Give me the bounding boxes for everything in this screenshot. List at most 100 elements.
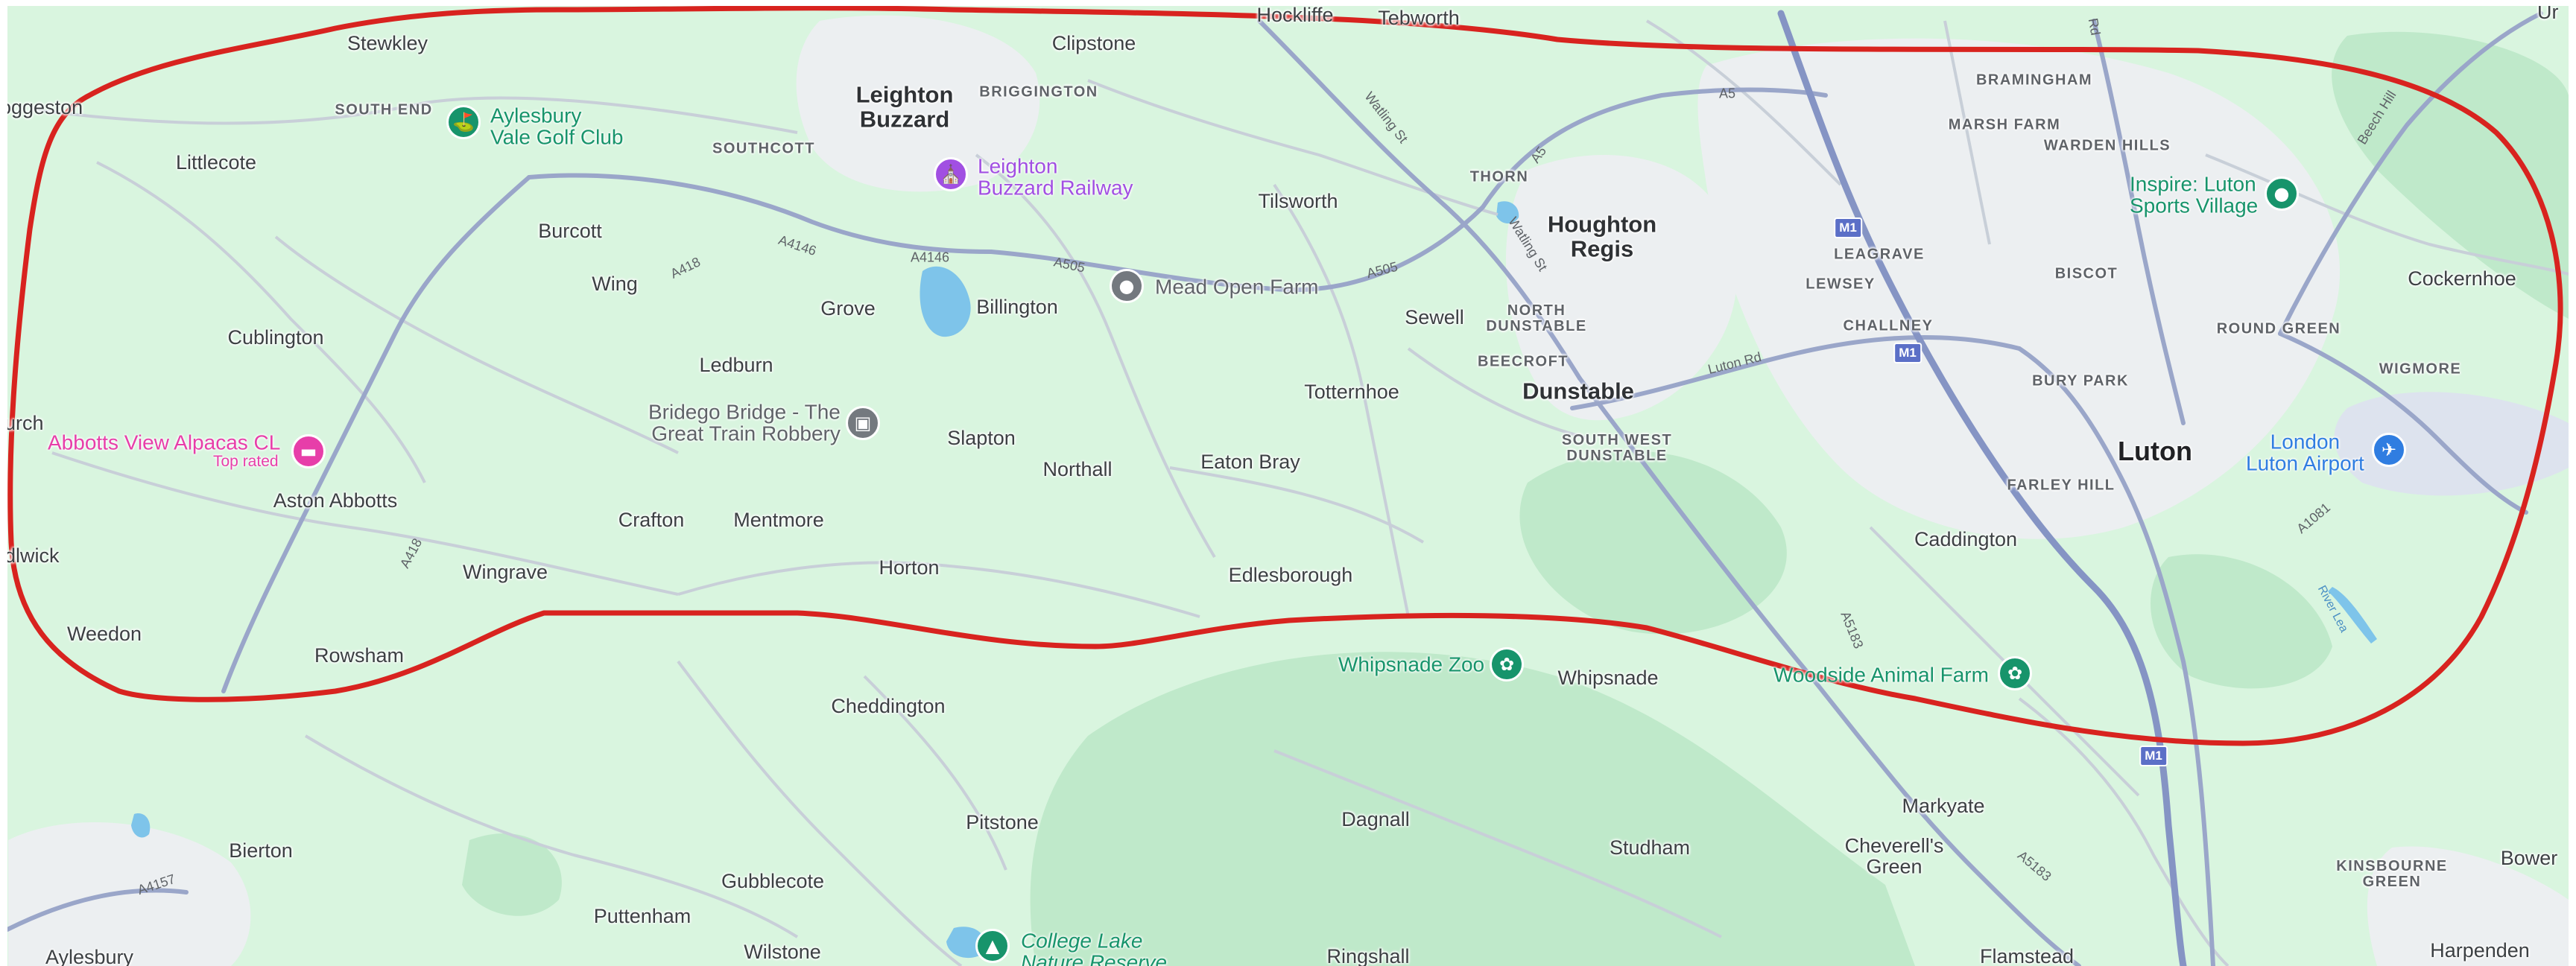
place-burcott: Burcott: [538, 219, 602, 242]
place-aston-abbotts: Aston Abbotts: [273, 489, 398, 512]
poi-aylesbury-vale-golf-club[interactable]: Aylesbury Vale Golf Club: [490, 104, 624, 149]
poi-london-luton-airport[interactable]: London Luton Airport: [2246, 430, 2364, 475]
place-biscot: BISCOT: [2054, 265, 2118, 282]
place-harpenden: Harpenden: [2430, 938, 2530, 962]
place-south-end: SOUTH END: [335, 101, 433, 118]
road-a505-east: [2278, 331, 2528, 515]
poi-whipsnade-zoo[interactable]: Whipsnade Zoo: [1338, 652, 1485, 676]
pin-icon[interactable]: ●: [1110, 269, 1144, 303]
place-cheddington: Cheddington: [831, 694, 946, 717]
motorway-m1: [1777, 10, 2187, 966]
road-a4157: [7, 888, 189, 932]
sports-icon[interactable]: ●: [2265, 177, 2299, 211]
place-cockernhoe: Cockernhoe: [2408, 267, 2516, 290]
road-a5-north: [1481, 87, 1828, 209]
nature-reserve-tree-icon[interactable]: ▲: [975, 929, 1010, 963]
place-leagrave: LEAGRAVE: [1834, 246, 1925, 263]
lodging-icon[interactable]: ▬: [291, 434, 326, 468]
place-rowsham: Rowsham: [314, 644, 405, 667]
place-south-west-dunstable: SOUTH WEST DUNSTABLE: [1561, 432, 1673, 464]
place-bury-park: BURY PARK: [2032, 372, 2129, 390]
place-hockliffe: Hockliffe: [1256, 6, 1334, 26]
place-briggington: BRIGGINGTON: [979, 83, 1098, 101]
train-icon[interactable]: ▣: [846, 406, 880, 440]
place-sewell: Sewell: [1405, 305, 1464, 328]
road-label-rd: Rd: [2085, 16, 2104, 36]
golf-icon[interactable]: ⛳: [446, 105, 481, 139]
place-southcott: SOUTHCOTT: [712, 140, 815, 157]
place-wigmore: WIGMORE: [2379, 360, 2462, 378]
top-rated-badge: Top rated: [213, 452, 279, 470]
place-cheverells-green: Cheverell's Green: [1844, 834, 1944, 878]
search-area-boundary: [7, 6, 2563, 746]
place-aylesbury: Aylesbury: [45, 945, 134, 966]
place-dagnall: Dagnall: [1341, 807, 1410, 830]
poi-bridego-bridge[interactable]: Bridego Bridge - The Great Train Robbery: [648, 400, 841, 445]
road-a5-watling: [1257, 19, 1582, 381]
place-weedon: Weedon: [66, 622, 142, 645]
place-oggeston: oggeston: [7, 95, 83, 118]
place-puttenham: Puttenham: [593, 904, 692, 927]
place-littlecote: Littlecote: [175, 150, 257, 174]
road-a6: [2092, 19, 2186, 425]
poi-woodside-animal-farm[interactable]: Woodside Animal Farm: [1773, 663, 1989, 687]
poi-mead-open-farm[interactable]: Mead Open Farm: [1155, 275, 1319, 299]
water-bodies: [131, 201, 2377, 959]
place-gubblecote: Gubblecote: [721, 869, 825, 892]
place-beecroft: BEECROFT: [1478, 353, 1569, 370]
museum-icon[interactable]: ⛪: [934, 157, 968, 191]
road-a418: [221, 175, 531, 693]
woodland-areas: [462, 31, 2569, 966]
place-northall: Northall: [1042, 457, 1113, 480]
map-base-layer: [7, 6, 2569, 966]
place-luton: Luton: [2118, 436, 2192, 467]
place-round-green: ROUND GREEN: [2216, 320, 2341, 337]
place-cublington: Cublington: [227, 325, 324, 349]
poi-abbotts-view-alpacas[interactable]: Abbotts View Alpacas CL: [48, 430, 281, 454]
place-thorn: THORN: [1469, 168, 1529, 185]
place-ur: Ur: [2537, 6, 2559, 23]
place-stewkley: Stewkley: [346, 31, 428, 54]
place-warden-hills: WARDEN HILLS: [2043, 137, 2171, 154]
place-edlesborough: Edlesborough: [1228, 563, 1353, 586]
place-horton: Horton: [879, 556, 940, 579]
road-label-a5-b: A5: [1718, 86, 1736, 101]
road-a5183: [1577, 376, 2081, 966]
place-wilstone: Wilstone: [744, 940, 821, 963]
place-leighton-buzzard: Leighton Buzzard: [855, 81, 954, 132]
place-marsh-farm: MARSH FARM: [1948, 116, 2061, 133]
place-grove: Grove: [820, 296, 876, 320]
place-dlwick: dlwick: [7, 544, 60, 567]
place-challney: CHALLNEY: [1843, 317, 1934, 334]
m1-shield-north: M1: [1834, 217, 1862, 238]
major-roads: [7, 11, 2543, 966]
poi-leighton-buzzard-railway[interactable]: Leighton Buzzard Railway: [978, 154, 1133, 200]
place-markyate: Markyate: [1902, 794, 1985, 817]
poi-inspire-luton-sports-village[interactable]: Inspire: Luton Sports Village: [2130, 172, 2259, 217]
m1-shield-south: M1: [2139, 746, 2168, 766]
place-clipstone: Clipstone: [1051, 31, 1136, 54]
place-north-dunstable: NORTH DUNSTABLE: [1486, 302, 1587, 334]
airport-icon[interactable]: ✈: [2372, 433, 2406, 467]
zoo-paw-icon[interactable]: ✿: [1490, 647, 1524, 681]
place-urch: urch: [7, 411, 44, 434]
animal-farm-paw-icon[interactable]: ✿: [1998, 656, 2032, 690]
place-slapton: Slapton: [947, 426, 1016, 449]
place-wingrave: Wingrave: [462, 560, 548, 583]
road-label-a4146-b: A4146: [910, 250, 950, 265]
place-wing: Wing: [592, 272, 638, 295]
place-studham: Studham: [1609, 836, 1691, 859]
road-a505: [989, 205, 1485, 293]
poi-college-lake-nature-reserve[interactable]: College Lake Nature Reserve: [1021, 929, 1168, 966]
m1-shield-middle: M1: [1893, 343, 1922, 363]
place-ringshall: Ringshall: [1326, 944, 1410, 966]
place-caddington: Caddington: [1914, 527, 2018, 550]
place-kinsbourne-green: KINSBOURNE GREEN: [2336, 858, 2448, 890]
place-lewsey: LEWSEY: [1806, 276, 1876, 293]
map-canvas[interactable]: A418 A418 A4146 A4146 A505 A505 Watling …: [7, 6, 2569, 966]
minor-roads: [37, 19, 2569, 966]
road-beech-hill: [2278, 11, 2543, 336]
place-billington: Billington: [976, 295, 1058, 318]
place-eaton-bray: Eaton Bray: [1200, 450, 1300, 473]
place-tilsworth: Tilsworth: [1258, 189, 1338, 212]
